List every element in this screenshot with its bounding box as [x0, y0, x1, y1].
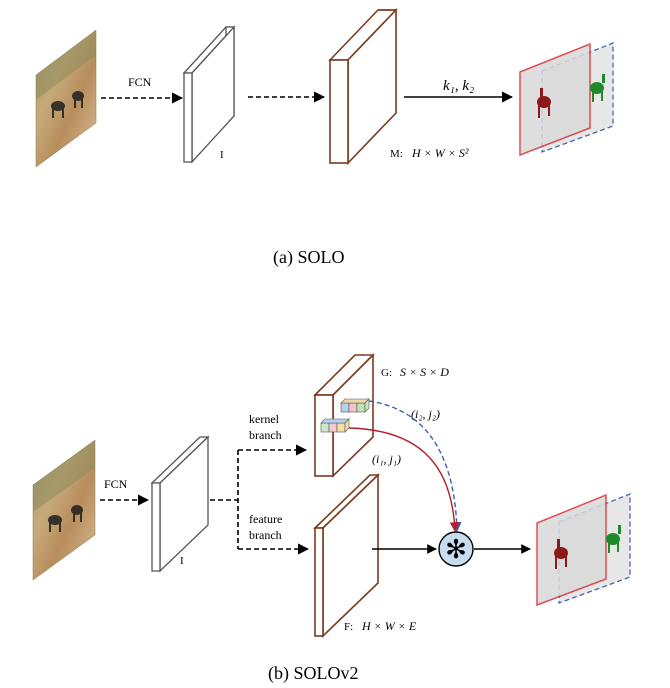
feature-branch-line2: branch: [249, 528, 282, 542]
fcn-label-a: FCN: [128, 75, 152, 89]
feature-map-a: [182, 25, 236, 164]
red-zebra-mask-icon: [537, 88, 551, 118]
panel-b: FCN I kernel branch feature branch G: S …: [32, 353, 631, 684]
f-shape: H × W × E: [361, 619, 417, 633]
zebra-icon: [51, 91, 84, 118]
kernel-label-a: k₁, k₂: [443, 78, 474, 94]
g-shape: S × S × D: [400, 365, 449, 379]
green-zebra-mask-icon: [590, 74, 605, 102]
kernel-branch-line1: kernel: [249, 412, 280, 426]
output-masks-a: [519, 42, 614, 157]
feature-label-a: I: [220, 149, 224, 161]
idx2-label: (i₂, j₂): [411, 407, 440, 421]
feature-tensor-f: [313, 473, 380, 638]
mask-tensor-m: [328, 8, 398, 165]
branch-connector: [210, 450, 239, 549]
feature-branch-line1: feature: [249, 512, 282, 526]
mask-shape-a: H × W × S²: [411, 146, 469, 160]
dynamic-kernel-arrow-1: [348, 427, 460, 532]
kernel-tensor-g: [313, 353, 375, 478]
panel-a: FCN I M: H × W × S² k₁, k₂: [35, 8, 614, 268]
mask-label-a: M:: [390, 148, 403, 160]
kernel-cube-2: [340, 398, 370, 413]
dynamic-kernel-arrow-2: [368, 400, 462, 532]
output-masks-b: [536, 493, 631, 607]
convolution-icon: ✻: [445, 535, 467, 565]
green-zebra-mask-icon-b: [606, 525, 621, 553]
zebra-icon-b: [48, 505, 83, 532]
red-zebra-mask-icon-b: [554, 539, 568, 569]
input-image-a: [35, 29, 97, 168]
f-label: F:: [344, 621, 353, 633]
kernel-branch-line2: branch: [249, 428, 282, 442]
fcn-label-b: FCN: [104, 477, 128, 491]
g-label: G:: [381, 367, 392, 379]
kernel-cube-1: [320, 418, 350, 433]
feature-map-b: [150, 435, 210, 573]
caption-b: (b) SOLOv2: [268, 663, 359, 684]
feature-label-b: I: [180, 555, 184, 567]
caption-a: (a) SOLO: [273, 247, 344, 268]
input-image-b: [32, 439, 96, 581]
dynamic-conv-op: ✻: [438, 531, 474, 567]
idx1-label: (i₁, j₁): [372, 452, 401, 466]
